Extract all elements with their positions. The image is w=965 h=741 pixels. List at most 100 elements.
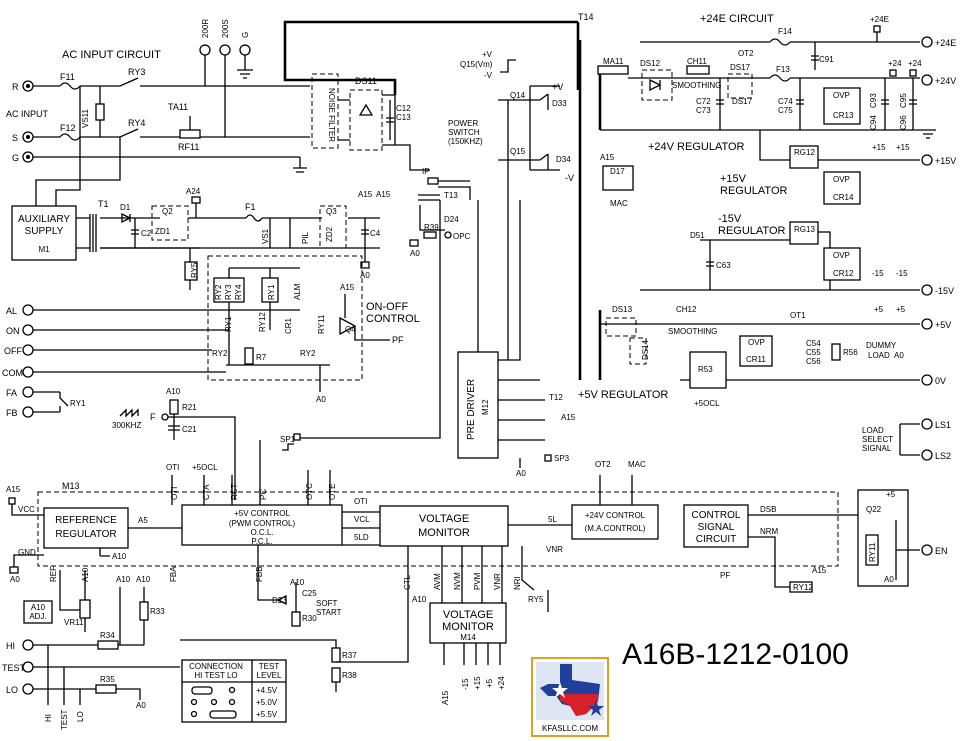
zener-zd2-label: ZD2	[325, 226, 334, 242]
ds13-label: DS13	[612, 305, 633, 314]
plus5-b-label: +5	[896, 305, 906, 314]
thermistor-ta11-label: TA11	[168, 102, 188, 112]
plus24e-out-label: +24E	[935, 38, 956, 48]
input-al-label: AL	[6, 306, 17, 316]
q15vm-label: Q15(Vm)	[460, 60, 493, 69]
a15-label-switch: A15	[561, 413, 576, 422]
ma11-label: MA11	[603, 57, 624, 66]
reg5-label: +5V REGULATOR	[578, 389, 668, 401]
pwm-control-4: P.C.L.	[251, 537, 272, 546]
nvm-label: NVM	[453, 572, 462, 590]
relay-ry1-coil: RY1	[267, 284, 276, 300]
pvm-label: PVM	[473, 572, 482, 590]
cap-c4-label: C4	[370, 229, 381, 238]
gnd-label: GND	[18, 548, 36, 557]
load-select-1: LOAD	[862, 426, 884, 435]
m13-plus5: +5	[886, 490, 896, 499]
ot2-label: OT2	[738, 49, 754, 58]
m13-ry12: RY12	[793, 583, 813, 592]
minus15-b-label: -15	[896, 269, 908, 278]
cap-c54-label: C54	[806, 339, 821, 348]
a15-label-top2: A15	[376, 190, 391, 199]
outputs-section: +24E CIRCUIT +24E +24E F14 OT2 C91 MA11 …	[578, 13, 956, 408]
rg12-label: RG12	[794, 148, 815, 157]
vcl-label: VCL	[354, 515, 370, 524]
plus24-a-label: +24	[888, 59, 902, 68]
zero-v-out-label: 0V	[935, 376, 946, 386]
control-signal-3: CIRCUIT	[696, 534, 737, 545]
ac-input-section: AC INPUT CIRCUIT AC INPUT R S G F11 RY3 …	[6, 19, 578, 173]
m13-mac: MAC	[628, 460, 646, 469]
power-switch-label-2: SWITCH	[448, 128, 480, 137]
relay-ry5-label: RY5	[190, 262, 199, 278]
fuse-f14-label: F14	[778, 27, 792, 36]
ac-input-side-label: AC INPUT	[6, 109, 49, 119]
pre-driver-label: PRE DRIVER	[466, 379, 477, 440]
ovp-cr12-label: OVP	[833, 251, 850, 260]
ac-input-title: AC INPUT CIRCUIT	[62, 49, 161, 61]
a5-label: A5	[138, 516, 148, 525]
terminal-g-label: G	[12, 153, 19, 163]
control-signal-2: SIGNAL	[698, 522, 735, 533]
c25-label: C25	[302, 589, 317, 598]
conn-row-3: +5.5V	[256, 710, 278, 719]
cap-c93-label: C93	[869, 93, 878, 108]
m14-bot-m15: -15	[461, 678, 470, 690]
r53-label: R53	[698, 365, 713, 374]
a10adj-1: A10	[31, 603, 46, 612]
d33-label: D33	[552, 99, 567, 108]
vplus-label: +V	[552, 82, 563, 92]
terminal-s-label: S	[12, 133, 18, 143]
terminal-r-label: R	[12, 82, 19, 92]
input-off-label: OFF	[4, 346, 22, 356]
relay-ry2-contact: RY2	[212, 349, 228, 358]
fuse-f1-label: F1	[245, 202, 256, 212]
ry5-bottom: RY5	[528, 595, 544, 604]
osc-a10-label: A10	[166, 387, 181, 396]
voltage-monitor-1: VOLTAGE	[419, 513, 469, 525]
tap-200r-label: 200R	[201, 19, 210, 38]
pin-oti-1: OTI	[166, 463, 179, 472]
reg15m-label-1: -15V	[718, 213, 742, 225]
bottom-a10-2: A10	[116, 575, 131, 584]
d24-label: D24	[444, 215, 459, 224]
relay-ry4-coil: RY4	[234, 284, 243, 300]
cap-c2-label: C2	[141, 229, 152, 238]
t14-label: T14	[578, 12, 594, 22]
a15-label-onoff: A15	[340, 283, 355, 292]
vm14-2: MONITOR	[442, 621, 494, 633]
resistor-r21-label: R21	[182, 403, 197, 412]
vcc-label: VCC	[18, 505, 35, 514]
power-switch-label-1: POWER	[448, 119, 478, 128]
pre-driver-id: M12	[481, 399, 490, 415]
pf-label: PF	[392, 335, 404, 345]
q14-label: Q14	[510, 91, 526, 100]
ref-label: REF	[49, 566, 58, 582]
load-select-section: LOAD SELECT SIGNAL LS1 LS2	[862, 418, 951, 461]
transistor-q4-label: Q4	[345, 325, 356, 334]
ip-label: IP	[422, 167, 430, 176]
plus24v-out-label: +24V	[935, 76, 956, 86]
m13-control-section: M13 A15 VCC GND A0 REFERENCE REGULATOR A…	[6, 440, 948, 593]
pin-otc: OTC	[305, 483, 314, 500]
d51-label: D51	[690, 231, 705, 240]
cap-c96-label: C96	[899, 115, 908, 130]
plus15v-out-label: +15V	[935, 156, 956, 166]
ls1-label: LS1	[935, 420, 951, 430]
input-com-label: COM	[2, 368, 23, 378]
m14-label: M14	[460, 633, 476, 642]
avm-label: AVM	[433, 573, 442, 590]
a0-label-fuse: A0	[360, 271, 370, 280]
cr14-label: CR14	[833, 193, 854, 202]
voltage-monitor-2: MONITOR	[418, 527, 470, 539]
kfasllc-logo: KFASLLC.COM	[531, 657, 609, 737]
pin-5ocl: +5OCL	[192, 463, 218, 472]
ds12-label: DS12	[640, 59, 661, 68]
varistor-vs11-label: VS11	[81, 108, 90, 128]
cap-c74-label: C74	[778, 97, 793, 106]
tap-g-label: G	[241, 32, 250, 38]
ds14-label: DS14	[641, 339, 650, 360]
cap-c73-label: C73	[696, 106, 711, 115]
m13-vnr: VNR	[546, 545, 563, 554]
input-on-label: ON	[6, 326, 20, 336]
